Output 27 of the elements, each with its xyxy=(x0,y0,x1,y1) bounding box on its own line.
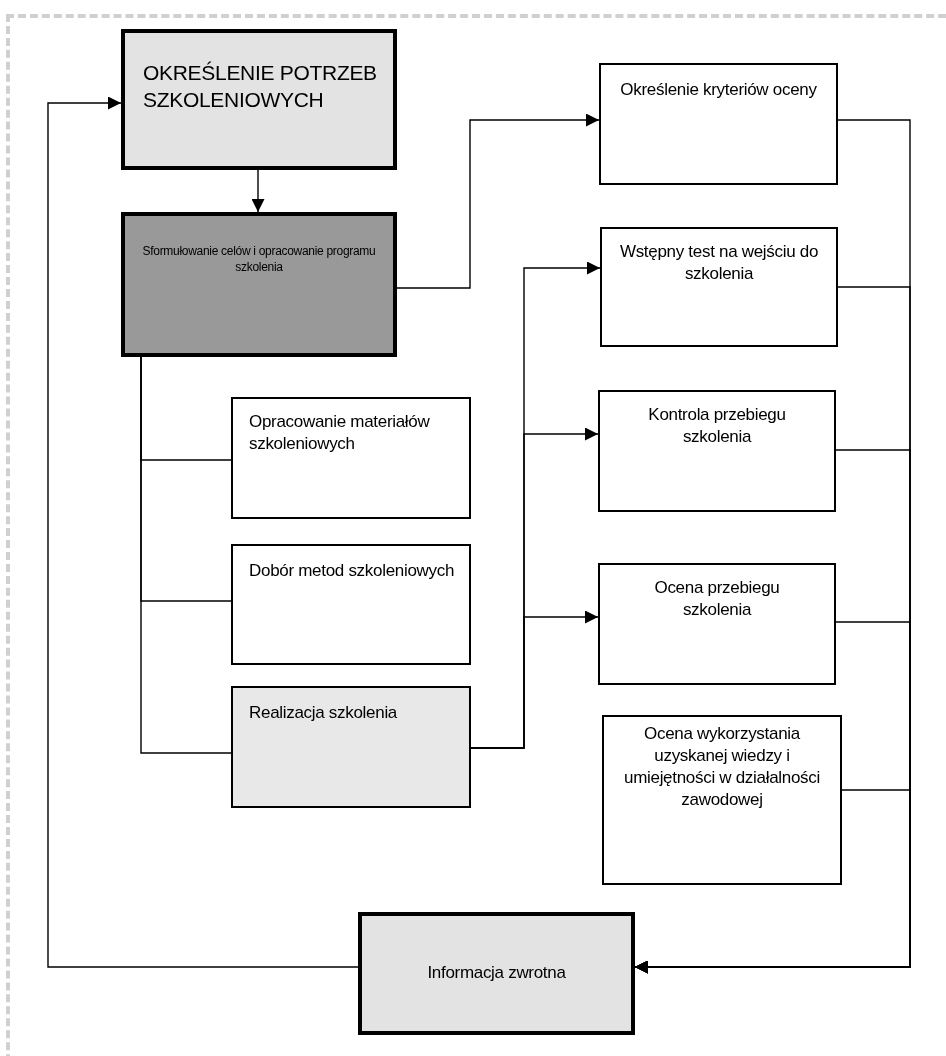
box-label: Realizacja szkolenia xyxy=(249,702,398,724)
connector-arrow xyxy=(470,610,599,749)
box-label: Dobór metod szkoleniowych xyxy=(249,560,455,582)
process-box xyxy=(598,563,836,685)
box-label: Wstępny test na wejściu do szkolenia xyxy=(618,241,820,286)
box-label: Ocena wykorzystania uzyskanej wiedzy i umiejętności w działalności zawodowej xyxy=(623,723,821,812)
connector-arrow xyxy=(47,96,359,968)
process-box xyxy=(598,390,836,512)
box-label: Opracowanie materiałów szkoleniowych xyxy=(249,411,431,456)
process-box xyxy=(231,686,471,808)
process-box xyxy=(358,912,635,1035)
box-label: Informacja zwrotna xyxy=(427,962,566,985)
connector-arrow xyxy=(634,789,911,974)
connector-arrow xyxy=(396,113,600,289)
process-box xyxy=(599,63,838,185)
process-box xyxy=(231,544,471,665)
box-label: Kontrola przebiegu szkolenia xyxy=(647,404,787,449)
box-label: Sformułowanie celów i opracowanie programu szkolenia xyxy=(141,244,377,276)
process-box xyxy=(602,715,842,885)
connector-arrow xyxy=(251,169,265,213)
process-box xyxy=(600,227,838,347)
box-label: Określenie kryteriów oceny xyxy=(620,79,817,101)
box-label: Ocena przebiegu szkolenia xyxy=(653,577,781,622)
process-box xyxy=(231,397,471,519)
process-box xyxy=(121,212,397,357)
box-label: OKREŚLENIE POTRZEB SZKOLENIOWYCH xyxy=(143,60,378,114)
process-box xyxy=(121,29,397,170)
